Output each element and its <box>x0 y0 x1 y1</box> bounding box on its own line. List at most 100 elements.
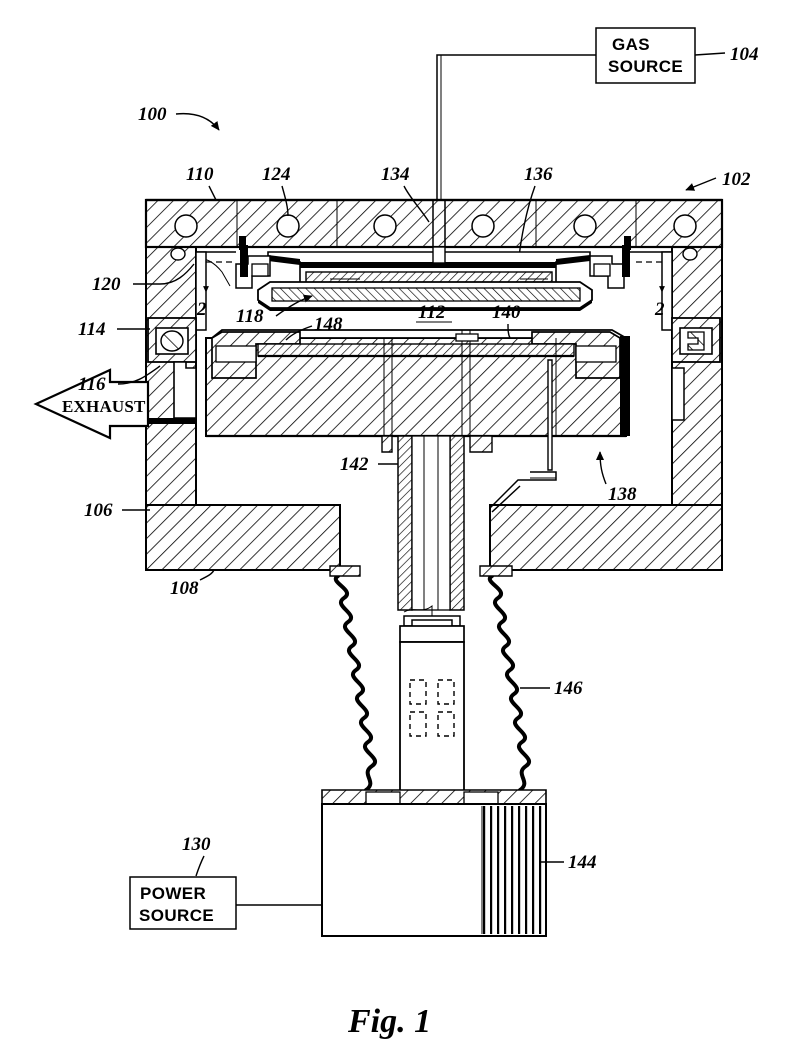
actuator-window-3 <box>409 711 427 737</box>
ref-124-leader <box>281 185 289 217</box>
ref-134-leader <box>403 185 430 223</box>
exhaust-label: EXHAUST <box>62 397 146 416</box>
spring-right <box>487 574 531 792</box>
plenum-shoulder-right <box>556 255 590 265</box>
actuator-flange <box>321 789 547 805</box>
section-label-right: 2 <box>654 299 665 320</box>
ref-110-leader <box>208 185 217 201</box>
ref-124-label: 124 <box>262 164 291 185</box>
figure-caption: Fig. 1 <box>347 1003 431 1040</box>
slit-valve-seal-left <box>160 330 184 352</box>
ref-108-leader <box>199 569 215 581</box>
chamber-lid <box>144 198 724 250</box>
cooling-channel-1 <box>174 214 198 238</box>
ref-146-label: 146 <box>554 678 583 699</box>
spring-right-coil <box>487 574 531 792</box>
ref-104-label: 104 <box>730 44 759 65</box>
bottom-center-opening <box>339 505 491 570</box>
slit-valve-port: 114 <box>78 317 721 363</box>
shaft-hub-right <box>469 435 493 453</box>
ref-102-callout: 102 <box>685 169 751 191</box>
ref-112-label: 112 <box>418 302 446 323</box>
embedded-electrode <box>257 343 575 357</box>
showerhead-faceplate-hatch <box>271 287 581 302</box>
lid-stud-left <box>239 236 246 250</box>
pedestal-channel-b <box>461 330 471 436</box>
actuator-base-stripes <box>482 806 544 934</box>
pedestal-channel-a <box>383 338 393 436</box>
chamber-bottom-left <box>145 504 341 571</box>
ref-104-leader <box>694 52 726 56</box>
ref-136-label: 136 <box>524 164 553 185</box>
ref-120-leader <box>133 263 195 285</box>
lid-ribs <box>236 200 637 247</box>
ref-140-label: 140 <box>492 302 521 323</box>
ref-102-label: 102 <box>722 169 751 190</box>
ref-138-label: 138 <box>608 484 637 505</box>
exhaust-passage <box>173 361 197 419</box>
actuator-window-1 <box>409 679 427 705</box>
shaft-wall-right <box>449 435 465 611</box>
exhaust-channel <box>148 361 685 424</box>
spring-seat-top-left <box>329 565 361 577</box>
pedestal-pocket-left <box>215 345 257 363</box>
ref-120-callout: 120 <box>92 263 195 295</box>
ref-116-leader <box>117 365 161 385</box>
cooling-channel-6 <box>673 214 697 238</box>
ref-108-label: 108 <box>170 578 199 599</box>
mid-reference-labels: 118 148 112 140 <box>236 294 521 341</box>
actuator-shaft-transition <box>403 604 433 616</box>
ref-146-callout: 146 <box>520 678 583 699</box>
slit-valve-seal-right <box>687 331 705 351</box>
exhaust-arrow-shape <box>33 368 150 440</box>
ref-100-callout: 100 <box>138 104 220 131</box>
plenum-shoulder-left <box>268 255 300 265</box>
gas-source-label-line1: GAS <box>612 35 650 54</box>
power-source-label-line1: POWER <box>140 884 206 903</box>
faceplate-lower-edge <box>258 300 592 311</box>
spring-seat-top-right <box>479 565 513 577</box>
lid-stud-right <box>624 236 631 250</box>
actuator-window-2 <box>437 679 455 705</box>
flange-gap-left <box>365 791 401 805</box>
rf-feed-bend <box>489 471 557 509</box>
top-reference-labels: 110 124 134 136 <box>186 164 553 269</box>
suspension-bolt-right <box>622 245 630 277</box>
shaft-bore <box>411 435 451 611</box>
ref-134-label: 134 <box>381 164 410 185</box>
spring-left <box>333 570 377 792</box>
rf-feed-rod <box>547 359 553 471</box>
actuator-collar <box>399 625 465 643</box>
ref-100-arrow <box>175 112 220 131</box>
ref-142-label: 142 <box>340 454 369 475</box>
plenum-top-shell <box>300 262 556 268</box>
gas-source-block: GAS SOURCE 104 <box>436 27 759 212</box>
chamber-bottom-right <box>489 504 723 571</box>
actuator-cap-lugs <box>403 615 461 627</box>
ref-116-label: 116 <box>78 374 106 395</box>
ref-148-label: 148 <box>314 314 343 335</box>
hanger-block-left <box>251 263 269 277</box>
pedestal-top-bevel <box>209 329 630 339</box>
ref-118-arrow <box>275 294 313 317</box>
ref-138-arrow <box>595 451 607 485</box>
ref-106-label: 106 <box>84 500 113 521</box>
power-source-block: POWER SOURCE 130 <box>129 834 322 930</box>
exhaust-arrow-group: EXHAUST 116 <box>33 365 161 440</box>
gas-feed-line <box>436 54 596 212</box>
liner-left <box>195 251 207 331</box>
cooling-channel-3 <box>373 214 397 238</box>
ref-118-label: 118 <box>236 306 264 327</box>
ref-110-label: 110 <box>186 164 214 185</box>
spring-left-coil <box>333 574 377 792</box>
ref-100-label: 100 <box>138 104 167 125</box>
suspension-bolt-left <box>240 245 248 277</box>
exhaust-floor-band <box>148 418 196 424</box>
shaft-wall-left <box>397 435 413 611</box>
section-label-left: 2 <box>196 299 207 320</box>
gas-source-label-line2: SOURCE <box>608 57 683 76</box>
support-shaft-assembly: 142 <box>340 359 557 611</box>
flange-gap-right <box>463 791 499 805</box>
ref-102-arrow <box>685 177 717 191</box>
